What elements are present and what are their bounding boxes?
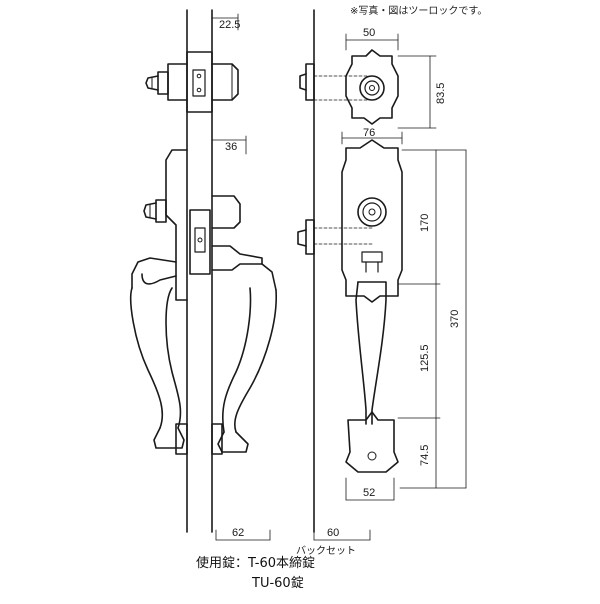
dim-h-lower: 74.5 [419, 445, 431, 466]
dim-side-bottom-width: 62 [232, 527, 244, 539]
handle-escutcheon-front [297, 139, 403, 473]
dim-h-middle: 125.5 [419, 344, 431, 372]
caption-lock-used: 使用錠：T-60本締錠 [196, 556, 315, 571]
dim-bottom-width: 52 [363, 487, 375, 499]
dim-backset-label: バックセット [296, 545, 356, 557]
upper-backset-line [313, 75, 373, 101]
handle-side [129, 149, 278, 455]
upper-lock-side [145, 51, 239, 113]
front-dim-lines [313, 33, 467, 541]
caption-lock-model: TU-60錠 [252, 576, 304, 591]
dim-cyl-plate-height: 83.5 [435, 83, 447, 104]
photo-note: ※写真・図はツーロックです。 [350, 6, 488, 17]
dim-h-total: 370 [449, 310, 461, 328]
dim-handle-plate-width: 76 [363, 127, 375, 139]
dim-side-top-width: 22.5 [219, 19, 240, 31]
dim-backset-value: 60 [327, 527, 339, 539]
lower-backset-line [313, 227, 373, 245]
dim-cyl-plate-width: 50 [363, 27, 375, 39]
dim-side-mid-width: 36 [225, 141, 237, 153]
dim-h-upper: 170 [419, 214, 431, 232]
side-dim-lines [211, 13, 271, 541]
